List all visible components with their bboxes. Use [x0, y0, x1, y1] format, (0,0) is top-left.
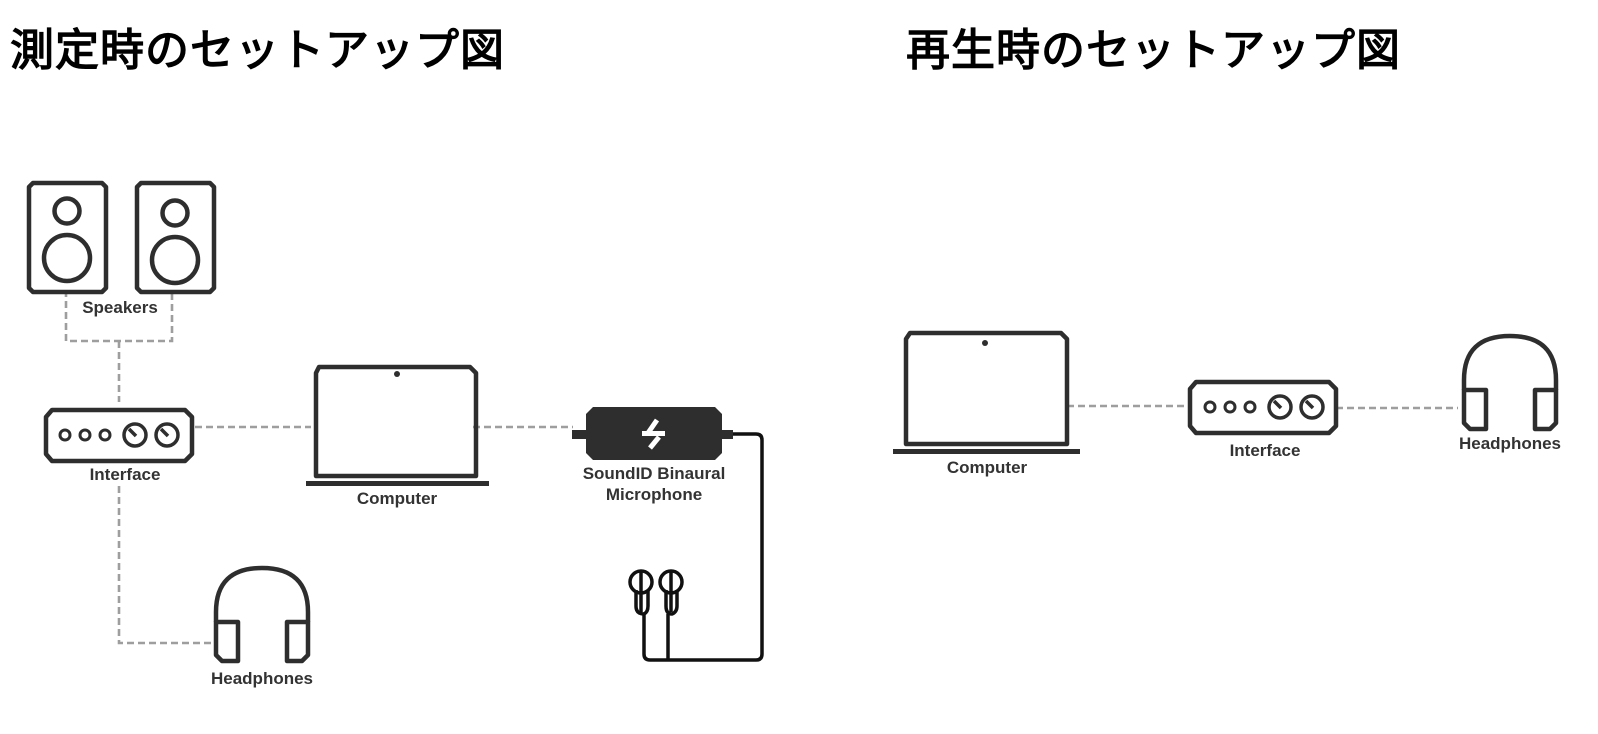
speaker-icon [26, 180, 109, 295]
speaker-icon [134, 180, 217, 295]
computer-label: Computer [947, 458, 1028, 477]
audio-interface-icon [43, 407, 195, 464]
playback-setup-title: 再生時のセットアップ図 [906, 25, 1401, 76]
measurement-diagram: Speakers Interface Computer [26, 180, 764, 688]
audio-interface-icon [1187, 379, 1339, 436]
interface-label: Interface [1230, 441, 1301, 460]
headphones-label: Headphones [211, 669, 313, 688]
speakers-label: Speakers [82, 298, 158, 317]
headphones-icon [213, 565, 311, 664]
earbuds-icon [628, 569, 684, 616]
playback-diagram: Computer Interface Headphones [893, 330, 1561, 477]
laptop-icon [306, 364, 489, 486]
headphones-label: Headphones [1459, 434, 1561, 453]
measurement-setup-title: 測定時のセットアップ図 [10, 25, 505, 76]
laptop-icon [893, 330, 1080, 454]
speakers-to-interface-connection [64, 290, 174, 402]
soundid-logo-icon [642, 418, 665, 450]
microphone-cable [642, 432, 764, 662]
interface-to-headphones-connection [117, 486, 215, 645]
computer-label: Computer [357, 489, 438, 508]
headphones-icon [1461, 333, 1559, 432]
microphone-label-line2: Microphone [606, 485, 702, 504]
binaural-mic-dongle-icon [572, 407, 733, 460]
microphone-label-line1: SoundID Binaural [583, 464, 726, 483]
interface-label: Interface [90, 465, 161, 484]
